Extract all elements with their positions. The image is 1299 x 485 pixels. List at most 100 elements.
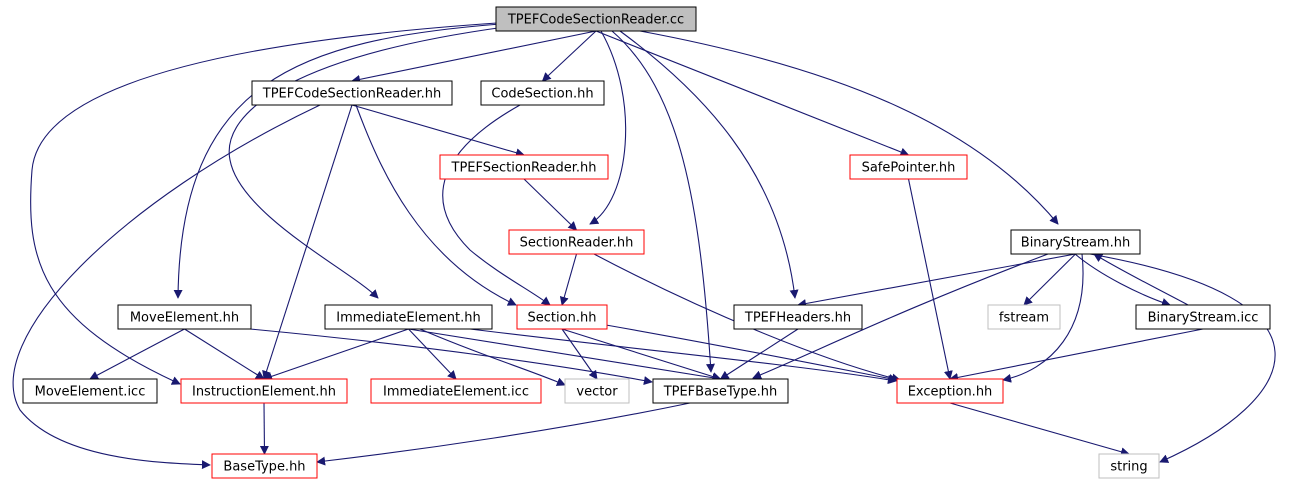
edge-moveelement_hh-to-moveelement_icc bbox=[89, 328, 185, 380]
nodes-layer: TPEFCodeSectionReader.ccTPEFCodeSectionR… bbox=[22, 6, 1271, 479]
node-box[interactable] bbox=[180, 378, 348, 404]
edge-section_hh-to-vector bbox=[561, 328, 598, 380]
node-tpefheaders-hh[interactable]: TPEFHeaders.hh bbox=[733, 304, 863, 330]
edge-line bbox=[949, 402, 1130, 457]
edge-immediateelement_hh-to-immediateelement_icc bbox=[408, 328, 457, 380]
node-box[interactable] bbox=[896, 378, 1004, 404]
edge-line bbox=[469, 328, 897, 385]
edge-line bbox=[12, 104, 321, 470]
node-label: vector bbox=[576, 385, 618, 400]
edge-instructionelement_hh-to-basetype_hh bbox=[259, 402, 269, 455]
edge-section_hh-to-exception_hh bbox=[605, 324, 898, 383]
node-instructionelement-hh[interactable]: InstructionElement.hh bbox=[180, 378, 348, 404]
edge-line bbox=[263, 328, 409, 381]
node-label: MoveElement.hh bbox=[130, 311, 239, 326]
edge-root-to-tpefheaders_hh bbox=[619, 30, 799, 299]
node-root[interactable]: TPEFCodeSectionReader.cc bbox=[495, 6, 697, 32]
node-box[interactable] bbox=[849, 154, 968, 180]
node-immediateelement-hh[interactable]: ImmediateElement.hh bbox=[324, 304, 493, 330]
node-basetype-hh[interactable]: BaseType.hh bbox=[211, 453, 318, 479]
edge-line bbox=[561, 328, 722, 381]
node-box[interactable] bbox=[117, 304, 252, 330]
edge-root-to-codesection_hh bbox=[541, 30, 597, 82]
edge-moveelement_hh-to-instructionelement_hh bbox=[184, 328, 265, 380]
edge-root-to-binarystream_hh bbox=[639, 30, 1059, 225]
node-label: SafePointer.hh bbox=[862, 161, 956, 176]
node-box[interactable] bbox=[251, 80, 453, 106]
edge-moveelement_hh-to-tpefbasetype_hh bbox=[249, 328, 653, 385]
node-safepointer-hh[interactable]: SafePointer.hh bbox=[849, 154, 968, 180]
node-box[interactable] bbox=[495, 6, 697, 32]
edge-line bbox=[30, 22, 498, 385]
node-label: BinaryStream.icc bbox=[1148, 311, 1259, 326]
node-box[interactable] bbox=[1010, 229, 1141, 255]
node-binarystream-icc[interactable]: BinaryStream.icc bbox=[1135, 304, 1271, 330]
edge-line bbox=[752, 253, 1049, 380]
edge-root-to-tpefbasetype_hh bbox=[611, 30, 715, 373]
node-string[interactable]: string bbox=[1098, 453, 1160, 479]
node-tpefsectionreader-hh[interactable]: TPEFSectionReader.hh bbox=[439, 154, 609, 180]
node-label: string bbox=[1110, 460, 1147, 475]
edge-line bbox=[523, 178, 578, 231]
node-tpefbasetype-hh[interactable]: TPEFBaseType.hh bbox=[652, 378, 789, 404]
node-box[interactable] bbox=[564, 378, 630, 404]
node-exception-hh[interactable]: Exception.hh bbox=[896, 378, 1004, 404]
edge-immediateelement_hh-to-tpefbasetype_hh bbox=[408, 328, 722, 383]
node-box[interactable] bbox=[508, 229, 645, 255]
node-sectionreader-hh[interactable]: SectionReader.hh bbox=[508, 229, 645, 255]
node-box[interactable] bbox=[733, 304, 863, 330]
node-section-hh[interactable]: Section.hh bbox=[516, 304, 608, 330]
edge-line bbox=[442, 104, 551, 306]
node-box[interactable] bbox=[439, 154, 609, 180]
node-tcsr-hh[interactable]: TPEFCodeSectionReader.hh bbox=[251, 80, 453, 106]
node-label: ImmediateElement.icc bbox=[383, 385, 529, 400]
node-box[interactable] bbox=[22, 378, 158, 404]
node-vector[interactable]: vector bbox=[564, 378, 630, 404]
edge-line bbox=[1023, 253, 1076, 306]
node-box[interactable] bbox=[516, 304, 608, 330]
edge-line bbox=[259, 402, 269, 455]
node-fstream[interactable]: fstream bbox=[987, 304, 1061, 330]
node-label: TPEFHeaders.hh bbox=[744, 311, 851, 326]
edge-line bbox=[593, 253, 901, 383]
edge-line bbox=[797, 253, 1076, 308]
node-codesection-hh[interactable]: CodeSection.hh bbox=[480, 80, 605, 106]
node-box[interactable] bbox=[370, 378, 542, 404]
edge-tcsr_hh-to-instructionelement_hh bbox=[262, 104, 353, 380]
edge-codesection_hh-to-section_hh bbox=[442, 104, 551, 306]
edge-sectionreader_hh-to-exception_hh bbox=[593, 253, 901, 383]
node-moveelement-icc[interactable]: MoveElement.icc bbox=[22, 378, 158, 404]
edge-binarystream_hh-to-string bbox=[1089, 253, 1276, 463]
edge-binarystream_icc-to-exception_hh bbox=[949, 328, 1204, 382]
edge-line bbox=[351, 30, 597, 84]
node-box[interactable] bbox=[1098, 453, 1160, 479]
node-label: TPEFBaseType.hh bbox=[663, 385, 778, 400]
node-label: InstructionElement.hh bbox=[192, 385, 336, 400]
edge-binarystream_hh-to-tpefbasetype_hh bbox=[752, 253, 1049, 380]
edge-line bbox=[1074, 253, 1171, 307]
edge-root-to-tcsr_hh bbox=[351, 30, 597, 84]
edge-line bbox=[1002, 253, 1084, 383]
node-label: ImmediateElement.hh bbox=[336, 311, 481, 326]
node-box[interactable] bbox=[480, 80, 605, 106]
node-label: Exception.hh bbox=[908, 385, 993, 400]
node-box[interactable] bbox=[211, 453, 318, 479]
edge-root-to-safepointer_hh bbox=[595, 30, 910, 157]
node-binarystream-hh[interactable]: BinaryStream.hh bbox=[1010, 229, 1141, 255]
edge-line bbox=[605, 324, 898, 383]
node-immediateelement-icc[interactable]: ImmediateElement.icc bbox=[370, 378, 542, 404]
edge-line bbox=[419, 328, 566, 386]
node-moveelement-hh[interactable]: MoveElement.hh bbox=[117, 304, 252, 330]
edge-exception_hh-to-string bbox=[949, 402, 1130, 457]
edge-tpefheaders_hh-to-tpefbasetype_hh bbox=[719, 328, 799, 380]
node-box[interactable] bbox=[987, 304, 1061, 330]
edge-binarystream_icc-to-binarystream_hh bbox=[1093, 253, 1189, 306]
node-label: BinaryStream.hh bbox=[1021, 236, 1130, 251]
node-box[interactable] bbox=[652, 378, 789, 404]
node-box[interactable] bbox=[324, 304, 493, 330]
node-box[interactable] bbox=[1135, 304, 1271, 330]
edge-binarystream_hh-to-exception_hh bbox=[1002, 253, 1084, 383]
edge-line bbox=[907, 178, 953, 380]
node-label: SectionReader.hh bbox=[520, 236, 634, 251]
